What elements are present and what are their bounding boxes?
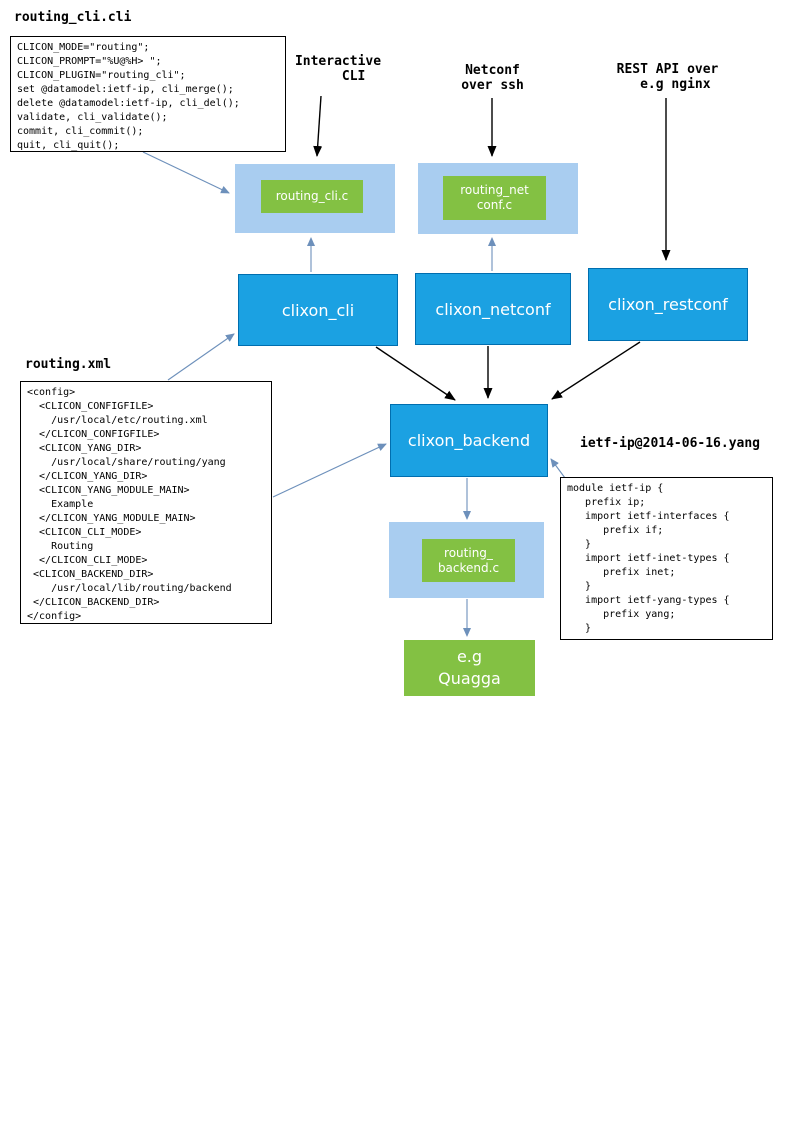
arrow-clixon-restconf-to-backend: [551, 341, 641, 400]
rest-api-label: REST API over e.g nginx: [616, 62, 719, 92]
routing-backend-plugin-box: routing_ backend.c: [422, 539, 515, 582]
clixon-restconf-node: clixon_restconf: [588, 268, 748, 341]
yang-code-box: module ietf-ip { prefix ip; import ietf-…: [560, 477, 773, 640]
arrow-cli-file-to-routing-cli-plugin: [142, 151, 230, 194]
interactive-cli-label: Interactive CLI: [294, 54, 382, 84]
routing-cli-file-label: routing_cli.cli: [14, 10, 132, 25]
clixon-cli-node: clixon_cli: [238, 274, 398, 346]
arrow-clixon-cli-to-backend: [375, 346, 456, 401]
arrow-xml-to-clixon-cli: [167, 333, 235, 381]
clixon-backend-node: clixon_backend: [390, 404, 548, 477]
routing-xml-file-label: routing.xml: [25, 357, 112, 372]
netconf-over-ssh-label: Netconf over ssh: [461, 63, 524, 93]
routing-cli-code-box: CLICON_MODE="routing"; CLICON_PROMPT="%U…: [10, 36, 286, 152]
yang-file-label: ietf-ip@2014-06-16.yang: [580, 436, 761, 451]
routing-netconf-plugin-box: routing_net conf.c: [443, 176, 546, 220]
arrow-xml-to-clixon-backend: [272, 443, 387, 498]
quagga-node: e.g Quagga: [404, 640, 535, 696]
clixon-netconf-node: clixon_netconf: [415, 273, 571, 345]
routing-xml-code-box: <config> <CLICON_CONFIGFILE> /usr/local/…: [20, 381, 272, 624]
arrow-yang-to-clixon-backend: [550, 458, 566, 479]
routing-cli-plugin-box: routing_cli.c: [261, 180, 363, 213]
arrow-interactive-cli-to-routing-cli: [313, 95, 323, 157]
